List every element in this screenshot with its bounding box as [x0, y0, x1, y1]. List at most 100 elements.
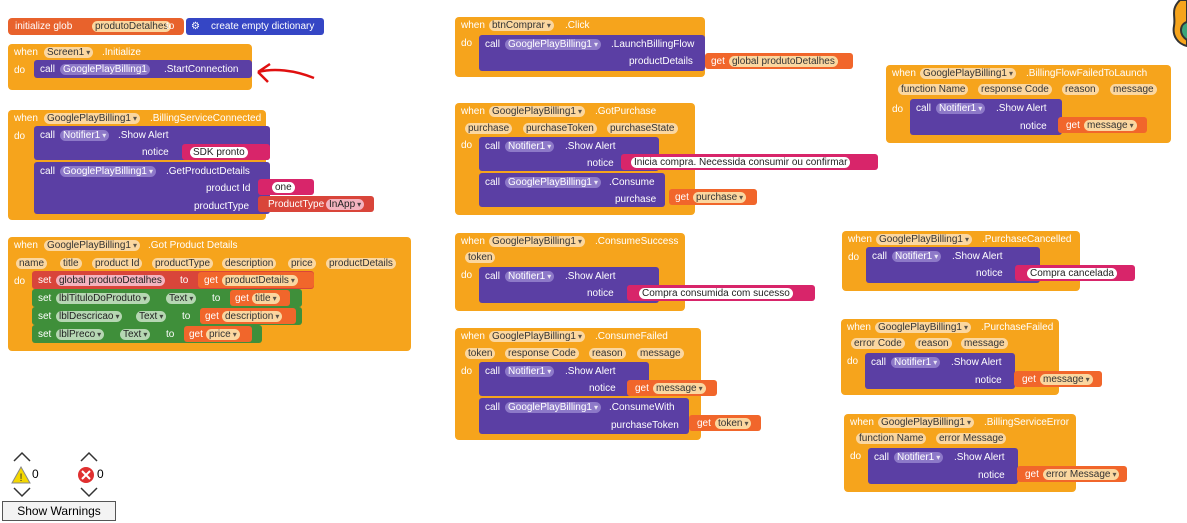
component-dropdown[interactable]: GooglePlayBilling1▾ [44, 113, 140, 124]
get-block[interactable]: get error Message▾ [1017, 466, 1127, 482]
purchase-cancelled-event[interactable]: when GooglePlayBilling1▾ .PurchaseCancel… [842, 231, 1080, 291]
param-reason[interactable]: reason [589, 348, 626, 359]
notifier-component[interactable]: Notifier1▾ [936, 103, 986, 114]
property-dropdown[interactable]: Text▾ [120, 329, 151, 340]
get-dropdown[interactable]: message▾ [1040, 374, 1093, 385]
billing-component[interactable]: GooglePlayBilling1▾ [505, 402, 601, 413]
global-var-name[interactable]: produtoDetalhes [92, 21, 172, 32]
component-dropdown[interactable]: GooglePlayBilling1▾ [875, 322, 971, 333]
param-function-name[interactable]: function Name [898, 84, 969, 95]
param-reason[interactable]: reason [915, 338, 952, 349]
global-var-dropdown[interactable]: global produtoDetalhes [56, 275, 165, 286]
billing-component[interactable]: GooglePlayBilling1 [60, 64, 150, 75]
param-purchase[interactable]: purchase [465, 123, 513, 134]
component-dropdown[interactable]: GooglePlayBilling1▾ [878, 417, 974, 428]
get-block[interactable]: get message▾ [627, 380, 717, 396]
create-dict-block[interactable]: ⚙ create empty dictionary [186, 18, 324, 35]
billing-component[interactable]: GooglePlayBilling1▾ [60, 166, 156, 177]
start-connection-call[interactable]: call GooglePlayBilling1 .StartConnection [34, 60, 252, 78]
param-response-code[interactable]: response Code [978, 84, 1052, 95]
billing-component[interactable]: GooglePlayBilling1▾ [505, 177, 601, 188]
param-price[interactable]: price [288, 258, 316, 269]
show-alert-call[interactable]: call Notifier1▾ .Show Alert notice [868, 448, 1018, 484]
notifier-component[interactable]: Notifier1▾ [60, 130, 110, 141]
text-block[interactable]: SDK pronto [182, 144, 270, 160]
notifier-component[interactable]: Notifier1▾ [505, 366, 555, 377]
param-purchase-token[interactable]: purchaseToken [523, 123, 597, 134]
get-block[interactable]: get purchase▾ [669, 189, 757, 205]
component-dropdown[interactable]: lblDescricao▾ [56, 311, 123, 322]
get-block[interactable]: get message▾ [1058, 117, 1147, 133]
consume-with-call[interactable]: call GooglePlayBilling1▾ .ConsumeWith pu… [479, 398, 689, 434]
text-block[interactable]: Compra consumida com sucesso [627, 285, 815, 301]
get-dropdown[interactable]: title▾ [252, 293, 280, 304]
param-product-type[interactable]: productType [152, 258, 214, 269]
show-alert-call[interactable]: call Notifier1▾ .Show Alert notice [865, 353, 1015, 389]
consume-success-event[interactable]: when GooglePlayBilling1▾ .ConsumeSuccess… [455, 233, 685, 311]
component-dropdown[interactable]: lblPreco▾ [56, 329, 105, 340]
param-product-details[interactable]: productDetails [326, 258, 396, 269]
get-dropdown[interactable]: message▾ [653, 383, 706, 394]
product-type-block[interactable]: ProductType InApp▾ [258, 196, 374, 212]
set-global-block[interactable]: set global produtoDetalhes to get produc… [32, 271, 314, 289]
get-dropdown[interactable]: purchase▾ [693, 192, 747, 203]
param-name[interactable]: name [16, 258, 48, 269]
set-preco-block[interactable]: set lblPreco▾ Text▾ to get price▾ [32, 325, 262, 343]
param-message[interactable]: message [1110, 84, 1157, 95]
show-alert-call[interactable]: call Notifier1▾ .Show Alert notice [866, 247, 1040, 283]
get-dropdown[interactable]: description▾ [222, 311, 283, 322]
error-next-arrow-icon[interactable] [79, 486, 99, 498]
gear-icon[interactable]: ⚙ [191, 21, 200, 32]
billing-service-error-event[interactable]: when GooglePlayBilling1▾ .BillingService… [844, 414, 1076, 492]
purchase-failed-event[interactable]: when GooglePlayBilling1▾ .PurchaseFailed… [841, 319, 1059, 395]
consume-call[interactable]: call GooglePlayBilling1▾ .Consume purcha… [479, 173, 665, 207]
got-product-details-event[interactable]: when GooglePlayBilling1▾ .Got Product De… [8, 237, 411, 351]
text-block[interactable]: one [258, 179, 314, 195]
get-block[interactable]: get productDetails▾ [198, 272, 314, 288]
notifier-component[interactable]: Notifier1▾ [892, 251, 942, 262]
component-dropdown[interactable]: lblTituloDoProduto▾ [56, 293, 150, 304]
show-alert-call[interactable]: call Notifier1▾ .Show Alert notice [910, 99, 1062, 135]
text-value[interactable]: Compra consumida com sucesso [639, 288, 793, 299]
param-error-message[interactable]: error Message [936, 433, 1007, 444]
show-warnings-button[interactable]: Show Warnings [2, 501, 116, 521]
btn-comprar-click-event[interactable]: when btnComprar▾ .Click do call GooglePl… [455, 17, 705, 77]
text-value[interactable]: Inicia compra. Necessida consumir ou con… [631, 157, 851, 168]
get-global-block[interactable]: get global produtoDetalhes [705, 53, 853, 69]
text-value[interactable]: SDK pronto [190, 147, 248, 158]
warning-prev-arrow-icon[interactable] [12, 451, 32, 463]
component-dropdown[interactable]: Screen1▾ [44, 47, 94, 58]
show-alert-call[interactable]: call Notifier1▾ .Show Alert notice [479, 362, 649, 396]
param-token[interactable]: token [465, 252, 496, 263]
param-description[interactable]: description [222, 258, 277, 269]
component-dropdown[interactable]: GooglePlayBilling1▾ [489, 106, 585, 117]
component-dropdown[interactable]: GooglePlayBilling1▾ [489, 236, 585, 247]
launch-billing-flow-call[interactable]: call GooglePlayBilling1▾ .LaunchBillingF… [479, 35, 705, 71]
billing-component[interactable]: GooglePlayBilling1▾ [505, 39, 601, 50]
get-dropdown[interactable]: message▾ [1084, 120, 1137, 131]
error-prev-arrow-icon[interactable] [79, 451, 99, 463]
get-dropdown[interactable]: global produtoDetalhes [729, 56, 838, 67]
get-dropdown[interactable]: price▾ [206, 329, 240, 340]
set-descricao-block[interactable]: set lblDescricao▾ Text▾ to get descripti… [32, 307, 302, 325]
get-block[interactable]: get title▾ [230, 290, 290, 306]
billing-service-connected-event[interactable]: when GooglePlayBilling1▾ .BillingService… [8, 110, 270, 220]
property-dropdown[interactable]: Text▾ [136, 311, 167, 322]
inapp-dropdown[interactable]: InApp▾ [326, 199, 365, 210]
text-block[interactable]: Inicia compra. Necessida consumir ou con… [621, 154, 878, 170]
param-message[interactable]: message [961, 338, 1008, 349]
notifier-component[interactable]: Notifier1▾ [891, 357, 941, 368]
get-block[interactable]: get description▾ [200, 308, 296, 324]
param-purchase-state[interactable]: purchaseState [607, 123, 678, 134]
get-block[interactable]: get message▾ [1014, 371, 1102, 387]
show-alert-call[interactable]: call Notifier1▾ .Show Alert notice SDK p… [34, 126, 270, 160]
text-value[interactable]: one [272, 182, 295, 193]
warning-next-arrow-icon[interactable] [12, 486, 32, 498]
param-response-code[interactable]: response Code [505, 348, 579, 359]
param-message[interactable]: message [637, 348, 684, 359]
get-dropdown[interactable]: token▾ [715, 418, 752, 429]
screen-initialize-event[interactable]: when Screen1▾ .Initialize do call Google… [8, 44, 252, 90]
param-function-name[interactable]: function Name [856, 433, 927, 444]
component-dropdown[interactable]: GooglePlayBilling1▾ [489, 331, 585, 342]
param-title[interactable]: title [60, 258, 82, 269]
